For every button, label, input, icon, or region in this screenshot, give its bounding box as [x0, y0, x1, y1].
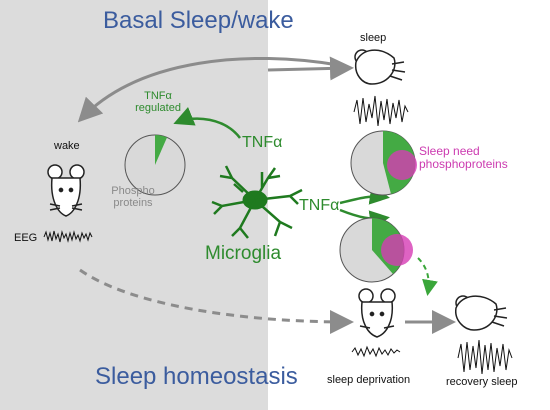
deprivation-mouse-icon [358, 288, 396, 338]
phospho-line2: proteins [113, 197, 153, 210]
homeostasis-title: Sleep homeostasis [95, 363, 298, 390]
sleep-need-line1: Sleep need [419, 144, 480, 158]
eeg-label: EEG [14, 232, 38, 244]
eeg-deprivation-trace [351, 345, 401, 358]
wake-label: wake [54, 140, 80, 152]
eeg-recovery-trace [457, 339, 513, 375]
tnfa-regulated-arrow [173, 107, 241, 139]
sleep-label: sleep [360, 32, 387, 44]
tnfa-to-sleep-need-arrow [339, 184, 390, 205]
recovery-mouse-icon [455, 295, 508, 331]
dashed-green-down-arrow [417, 257, 438, 296]
wake-mouse-icon [47, 164, 85, 217]
phospho-proteins-label: Phospho proteins [103, 185, 163, 209]
microglia-cell [211, 165, 303, 239]
deprivation-pie-chart [339, 217, 413, 283]
sleep-mouse-icon [354, 49, 406, 85]
recovery-sleep-label: recovery sleep [446, 376, 518, 388]
sleep-wake-cycle-arrow [77, 56, 339, 123]
tnfa-regulated-line1: TNFα [144, 90, 172, 102]
sleep-need-line2: phosphoproteins [419, 157, 508, 172]
tnfa-regulated-line2: regulated [135, 102, 181, 115]
sleep-need-label: Sleep need phosphoproteins [419, 144, 508, 172]
basal-pie-chart [124, 134, 186, 196]
phospho-line1: Phospho [111, 185, 155, 197]
sleep-pie-chart [350, 130, 417, 196]
basal-title: Basal Sleep/wake [103, 7, 294, 34]
microglia-label: Microglia [205, 243, 282, 264]
tnfa-top-label: TNFα [242, 134, 283, 151]
tnfa-to-deprivation-pie-arrow [339, 208, 390, 231]
eeg-wake-trace [43, 230, 93, 243]
tnfa-right-label: TNFα [299, 197, 340, 214]
eeg-sleep-trace [353, 95, 409, 127]
wake-to-sleep-arrow [267, 56, 354, 81]
tnfa-regulated-label: TNFα regulated [128, 90, 188, 114]
wake-to-deprivation-dashed-arrow [79, 268, 354, 334]
sleep-deprivation-label: sleep deprivation [327, 374, 411, 386]
